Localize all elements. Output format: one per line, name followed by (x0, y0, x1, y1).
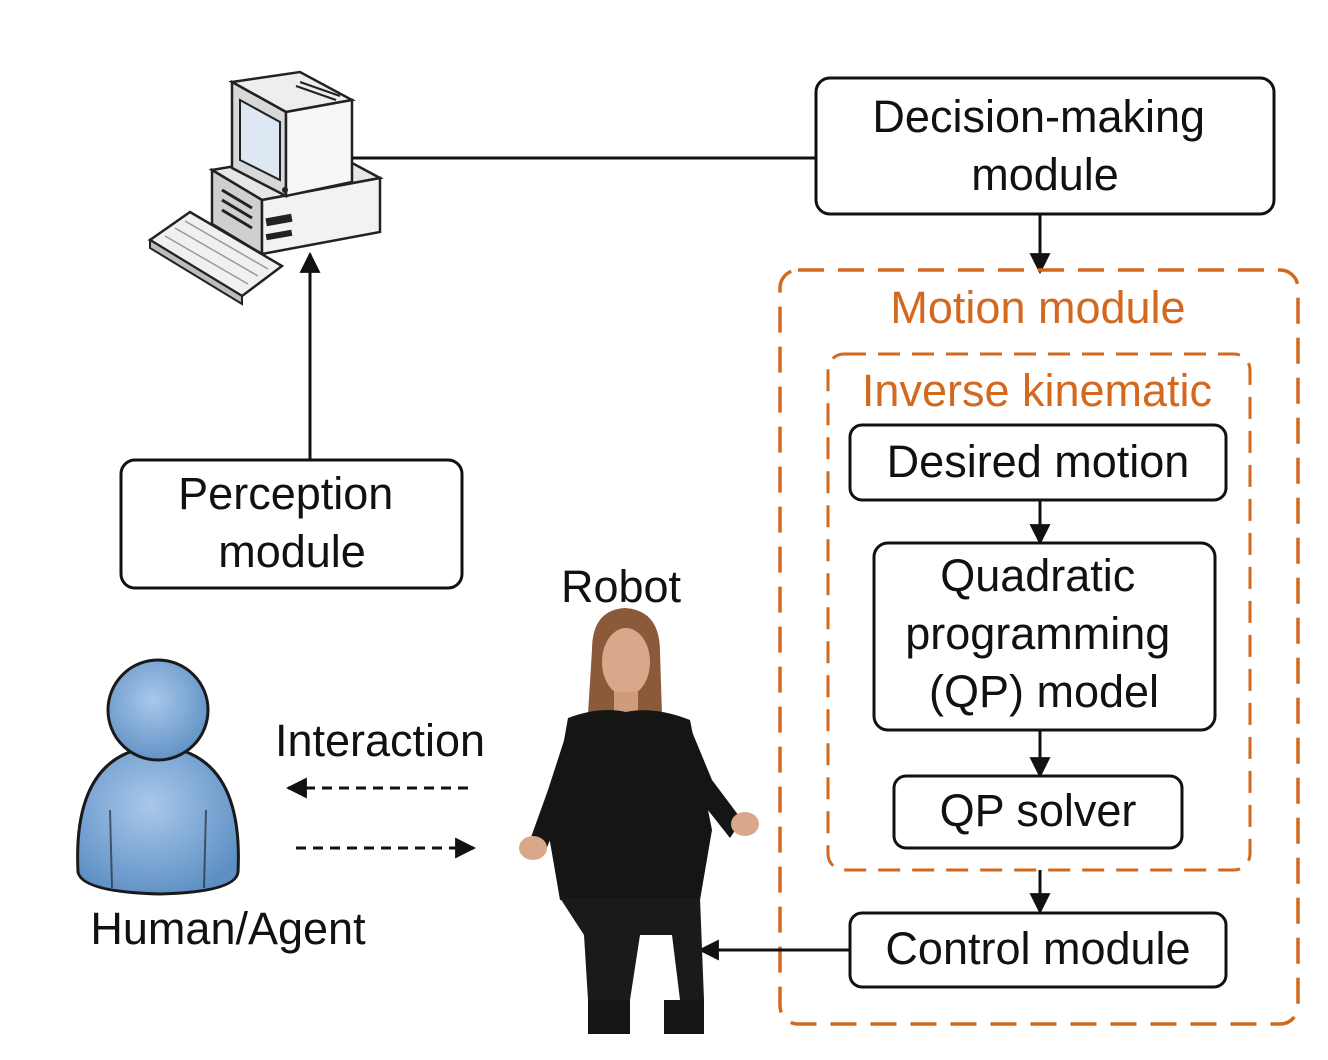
desired-motion-label: Desired motion (887, 436, 1190, 487)
perception-line-1: Perception (178, 468, 393, 519)
humanoid-robot-photo (519, 608, 759, 1034)
svg-text:Perception module: Perception module (178, 468, 406, 577)
qp-model-node: Quadratic programming (QP) model (872, 541, 1217, 732)
qp-solver-label: QP solver (940, 785, 1137, 836)
interaction-label: Interaction (275, 715, 485, 766)
human-agent-label: Human/Agent (90, 903, 366, 954)
svg-text:Decision-making module: Decision-making module (872, 91, 1217, 200)
inverse-kinematic-container: Inverse kinematic (826, 352, 1252, 872)
decision-making-module-node: Decision-making module (814, 76, 1276, 216)
svg-text:Quadratic programming: Quadratic programming (QP) model (905, 550, 1183, 717)
control-module-label: Control module (885, 923, 1190, 974)
desktop-computer-icon (147, 70, 384, 306)
qp-solver-node: QP solver (892, 774, 1184, 850)
qp-model-line-3: (QP) model (929, 666, 1159, 717)
control-module-node: Control module (848, 911, 1228, 989)
perception-line-2: module (218, 526, 366, 577)
robot-label: Robot (561, 561, 682, 612)
inverse-kinematic-title: Inverse kinematic (862, 365, 1212, 416)
decision-line-2: module (971, 149, 1119, 200)
qp-model-line-1: Quadratic (940, 550, 1135, 601)
qp-model-line-2: programming (905, 608, 1170, 659)
person-icon (76, 658, 240, 896)
perception-module-node: Perception module (119, 458, 464, 590)
desired-motion-node: Desired motion (848, 423, 1228, 502)
decision-line-1: Decision-making (872, 91, 1205, 142)
motion-module-title: Motion module (890, 282, 1185, 333)
motion-module-container: Motion module (778, 268, 1300, 1026)
